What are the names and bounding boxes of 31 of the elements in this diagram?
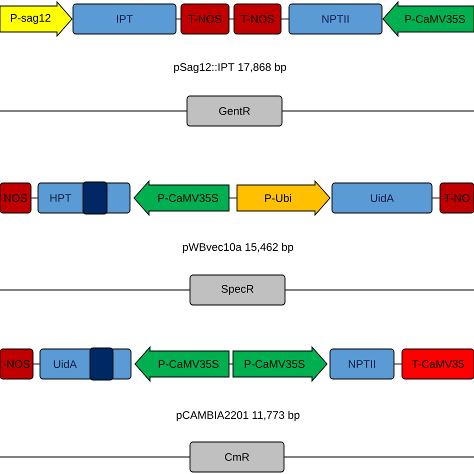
gene-box: NOS — [0, 182, 32, 214]
promoter-element: P-sag12 — [0, 0, 73, 38]
marker-box: GentR — [186, 96, 282, 126]
connector-line — [284, 456, 474, 458]
promoter-element: P-CaMV35S — [232, 346, 328, 382]
plasmid-label: pCAMBIA2201 11,773 bp — [176, 410, 300, 422]
gene-box: UidA — [40, 348, 132, 380]
gene-box: T-NOS — [180, 4, 230, 34]
marker-box: CmR — [190, 442, 284, 472]
promoter-element: P-Ubi — [236, 180, 331, 216]
promoter-element: P-CaMV35S — [134, 346, 230, 382]
connector-line — [0, 110, 187, 112]
marker-box: SpecR — [190, 274, 286, 306]
gene-box: T-NOS — [234, 4, 282, 34]
connector-line — [0, 456, 190, 458]
gene-box: IPT — [72, 4, 176, 34]
gene-box: UidA — [332, 182, 432, 214]
promoter-element: P-CaMV35S — [133, 180, 230, 216]
gene-box: T-NO — [440, 182, 474, 214]
connector-line — [176, 18, 181, 20]
promoter-element: P-CaMV35S — [382, 0, 474, 38]
plasmid-label: pWBvec10a 15,462 bp — [183, 242, 294, 254]
plasmid-label: pSag12::IPT 17,868 bp — [174, 62, 286, 74]
gene-box: T-CaMV35 — [402, 348, 474, 380]
connector-line — [229, 18, 234, 20]
connector-line — [282, 110, 474, 112]
gene-box: NPTII — [330, 348, 394, 380]
connector-line — [281, 18, 289, 20]
gene-box: HPT — [38, 182, 130, 214]
gene-box: -NOS — [0, 348, 34, 380]
gene-box: NPTII — [288, 4, 382, 34]
